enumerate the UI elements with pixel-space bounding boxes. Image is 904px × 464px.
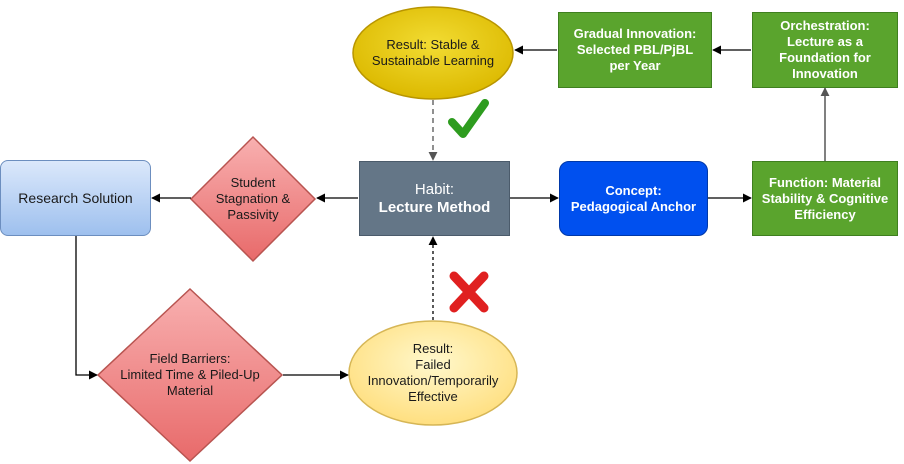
function-box: Function: Material Stability & Cognitive… <box>752 161 898 236</box>
cross-mark-icon <box>449 271 489 313</box>
field-barriers-diamond <box>96 287 284 463</box>
research-solution-box: Research Solution <box>0 160 151 236</box>
result-failed-ellipse <box>348 320 518 426</box>
result-stable-label: Result: Stable &Sustainable Learning <box>371 37 495 68</box>
check-mark-icon <box>448 99 489 138</box>
habit-box: Habit:Lecture Method <box>359 161 510 236</box>
orchestration-box: Orchestration: Lecture as a Foundation f… <box>752 12 898 88</box>
field-barriers-label: Field Barriers: Limited Time & Piled-Up … <box>120 351 260 398</box>
result-failed-label: Result: Failed Innovation/Temporarily Ef… <box>367 341 499 404</box>
result-stable-ellipse <box>352 6 514 100</box>
student-stagnation-label: Student Stagnation & Passivity <box>215 175 291 222</box>
student-stagnation-diamond <box>189 135 317 263</box>
gradual-innovation-box: Gradual Innovation: Selected PBL/PjBL pe… <box>558 12 712 88</box>
concept-box: Concept:Pedagogical Anchor <box>559 161 708 236</box>
arrow-research-to-field-barriers <box>75 236 98 380</box>
